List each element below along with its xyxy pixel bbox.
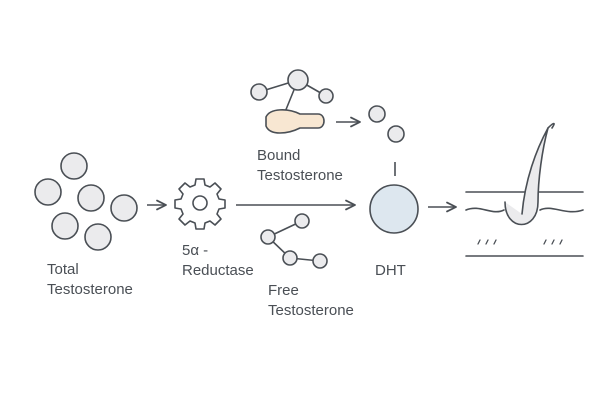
label-line: Reductase [182,262,254,279]
released-molecules [368,105,405,143]
label-line: Testosterone [257,167,343,184]
molecule-icon [260,213,328,269]
label-line: Total [47,261,79,278]
label-line: Bound [257,147,301,164]
free-testosterone-label: Free Testosterone [268,281,354,321]
bound-testosterone-label: Bound Testosterone [257,146,343,186]
released-circle [387,125,405,143]
total-testosterone-label: Total Testosterone [47,260,133,300]
molecule-circle [110,194,138,222]
label-line: DHT [375,262,406,279]
gear-icon [174,178,226,230]
sphere-icon [369,162,419,234]
label-line: 5α - [182,242,209,259]
molecule-circle [84,223,112,251]
molecule-circle [77,184,105,212]
label-line: Testosterone [268,302,354,319]
molecule-circle [34,178,62,206]
molecule-circle [60,152,88,180]
bound-molecule-icon [250,69,334,134]
molecule-cluster-icon [34,152,138,251]
dht-label: DHT [375,261,406,281]
released-circle [368,105,386,123]
molecule-circle [51,212,79,240]
reductase-label: 5α - Reductase [182,241,254,281]
label-line: Free [268,282,299,299]
hair-follicle-icon [465,122,584,257]
label-line: Testosterone [47,281,133,298]
